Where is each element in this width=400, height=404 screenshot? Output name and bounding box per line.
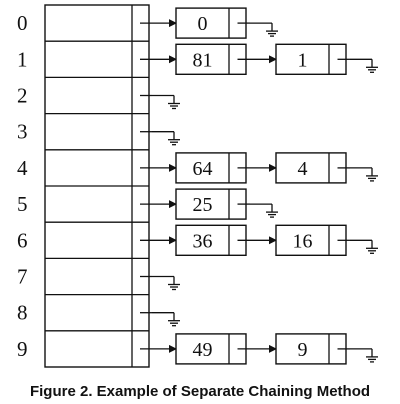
- bucket-chain-5: 25: [140, 188, 278, 220]
- bucket-index: 1: [17, 47, 28, 71]
- bucket-index: 3: [17, 120, 28, 144]
- list-node: [175, 152, 247, 184]
- bucket-chain-6: 36 16: [140, 224, 378, 257]
- list-node: [275, 224, 347, 257]
- bucket-index: 0: [17, 11, 28, 35]
- node-key: 64: [193, 158, 213, 180]
- bucket-chain-2: [140, 94, 180, 110]
- bucket-chain-0: 0: [140, 7, 278, 39]
- node-key: 1: [298, 49, 308, 71]
- node-key: 36: [193, 230, 213, 252]
- hash-table: 0 1 2 3 4 5 6 7 8 9: [17, 4, 150, 368]
- bucket-index: 8: [17, 301, 28, 325]
- node-key: 49: [193, 339, 213, 361]
- figure-caption: Figure 2. Example of Separate Chaining M…: [30, 383, 370, 400]
- list-node: [175, 333, 247, 365]
- list-node: [175, 188, 247, 220]
- node-key: 25: [193, 194, 213, 216]
- node-key: 81: [193, 49, 213, 71]
- bucket-chain-9: 49 9: [140, 333, 378, 365]
- bucket-index: 5: [17, 192, 28, 216]
- node-key: 16: [293, 230, 313, 252]
- bucket-chain-4: 64 4: [140, 152, 378, 184]
- node-key: 4: [298, 158, 308, 180]
- bucket-index: 9: [17, 337, 28, 361]
- list-node: [275, 43, 347, 75]
- node-key: 0: [198, 13, 208, 35]
- node-key: 9: [298, 339, 308, 361]
- list-node: [175, 224, 247, 257]
- bucket-chain-3: [140, 131, 180, 146]
- list-node: [275, 152, 347, 184]
- bucket-chain-8: [140, 312, 180, 327]
- list-node: [175, 7, 247, 39]
- bucket-index: 7: [17, 265, 28, 289]
- list-node: [175, 43, 247, 75]
- chains: 0 81 1 64 4 25 36 16 49 9: [140, 7, 378, 365]
- bucket-chain-7: [140, 275, 180, 291]
- bucket-index: 2: [17, 84, 28, 108]
- bucket-index: 6: [17, 228, 28, 252]
- bucket-chain-1: 81 1: [140, 43, 378, 75]
- list-node: [275, 333, 347, 365]
- bucket-index: 4: [17, 156, 28, 180]
